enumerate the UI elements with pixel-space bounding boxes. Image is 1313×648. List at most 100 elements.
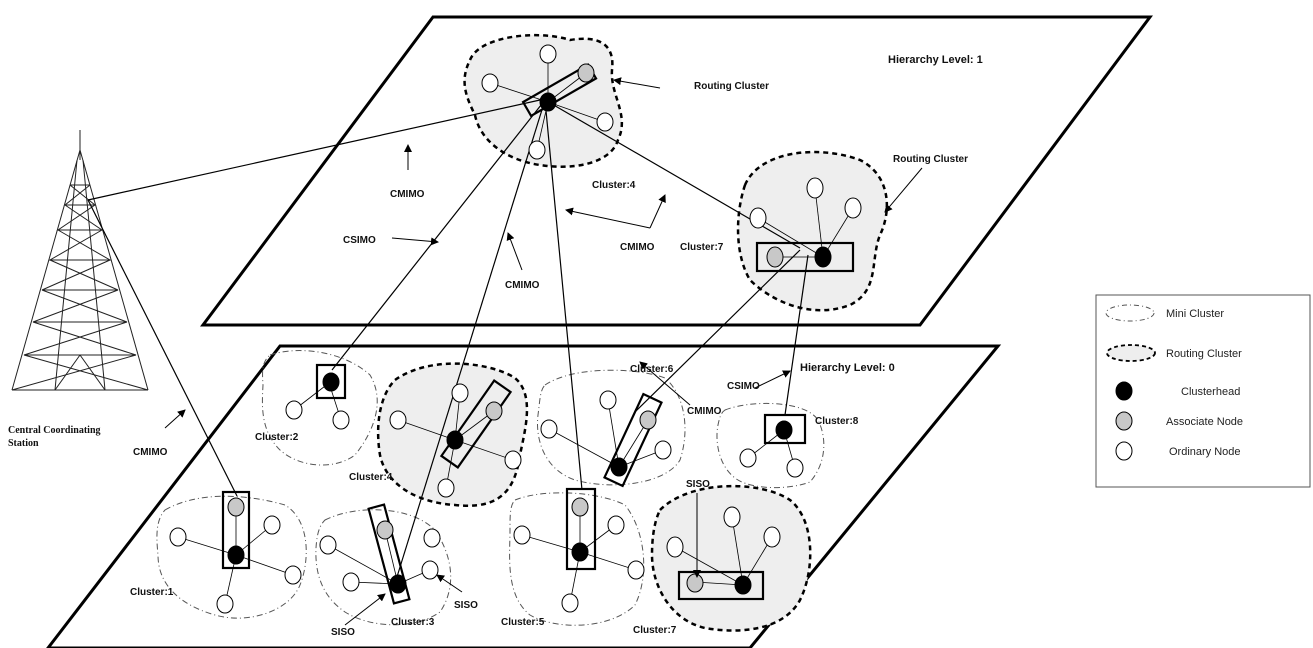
routing-cluster-label-top: Routing Cluster bbox=[694, 81, 769, 92]
mini-cluster-1 bbox=[156, 495, 307, 619]
ordinary-node bbox=[284, 565, 302, 585]
mini-cluster-8 bbox=[716, 403, 825, 489]
clusterhead bbox=[322, 372, 340, 392]
associate-node bbox=[639, 410, 657, 430]
siso-label: SISO bbox=[331, 627, 355, 638]
ordinary-node bbox=[561, 593, 579, 613]
cluster-label: Cluster:7 bbox=[680, 242, 724, 253]
ordinary-node bbox=[421, 560, 439, 580]
clusterhead bbox=[446, 430, 464, 450]
clusterhead bbox=[539, 92, 557, 112]
associate-node bbox=[766, 246, 784, 268]
inter-level-links bbox=[87, 99, 809, 581]
ordinary-node bbox=[285, 400, 303, 420]
routing-box-cluster2 bbox=[315, 363, 347, 400]
ordinary-node-icon bbox=[1115, 441, 1133, 461]
cluster-label: Cluster:5 bbox=[501, 617, 545, 628]
routing-cluster-cluster7 bbox=[736, 150, 889, 312]
ordinary-node bbox=[481, 73, 499, 93]
clusterhead bbox=[734, 575, 752, 595]
ordinary-node bbox=[539, 44, 557, 64]
cmimo-label: CMIMO bbox=[505, 280, 540, 291]
ordinary-node bbox=[763, 526, 781, 548]
routing-box-cluster8 bbox=[763, 413, 807, 445]
legend-associate-node: Associate Node bbox=[1166, 416, 1243, 428]
ordinary-node bbox=[342, 572, 360, 592]
cluster-label: Cluster:7 bbox=[633, 625, 677, 636]
csimo-label: CSIMO bbox=[727, 381, 760, 392]
station-label-line2: Station bbox=[8, 438, 39, 449]
associate-node bbox=[577, 63, 595, 83]
ordinary-node bbox=[513, 525, 531, 545]
routing-box-cluster7-bottom bbox=[677, 570, 765, 601]
ordinary-node bbox=[437, 478, 455, 498]
cmimo-label: CMIMO bbox=[687, 406, 722, 417]
ordinary-node bbox=[504, 450, 522, 470]
cmimo-label: CMIMO bbox=[133, 447, 168, 458]
legend-clusterhead: Clusterhead bbox=[1181, 386, 1240, 398]
ordinary-node bbox=[786, 458, 804, 478]
ordinary-node bbox=[844, 197, 862, 219]
clusterhead bbox=[814, 246, 832, 268]
ordinary-node bbox=[627, 560, 645, 580]
level1-plane bbox=[200, 15, 1153, 327]
associate-node bbox=[686, 573, 704, 593]
clusterhead bbox=[571, 542, 589, 562]
cluster-label: Cluster:3 bbox=[391, 617, 435, 628]
routing-cluster-cluster7-bottom bbox=[650, 484, 812, 632]
ordinary-node bbox=[263, 515, 281, 535]
ordinary-node bbox=[540, 419, 558, 439]
csimo-label: CSIMO bbox=[343, 235, 376, 246]
legend-mini-cluster: Mini Cluster bbox=[1166, 308, 1224, 320]
ordinary-node bbox=[169, 527, 187, 547]
associate-node bbox=[485, 401, 503, 421]
routing-box-cluster7 bbox=[755, 241, 855, 273]
legend-ordinary-node: Ordinary Node bbox=[1169, 446, 1241, 458]
associate-node bbox=[227, 497, 245, 517]
mini-cluster-5 bbox=[509, 492, 645, 626]
routing-box-cluster4 bbox=[439, 379, 513, 469]
clusterhead bbox=[389, 574, 407, 594]
ordinary-node bbox=[599, 390, 617, 410]
clusterhead bbox=[775, 420, 793, 440]
associate-node bbox=[571, 497, 589, 517]
routing-box-cluster1 bbox=[221, 490, 251, 570]
ordinary-node bbox=[723, 506, 741, 528]
ordinary-node bbox=[739, 448, 757, 468]
cluster-label: Cluster:8 bbox=[815, 416, 859, 427]
ordinary-node bbox=[216, 594, 234, 614]
level1-title: Hierarchy Level: 1 bbox=[888, 54, 983, 66]
associate-node bbox=[376, 520, 394, 540]
cluster-label: Cluster:1 bbox=[130, 587, 174, 598]
cmimo-label: CMIMO bbox=[620, 242, 655, 253]
ordinary-node bbox=[528, 140, 546, 160]
ordinary-node bbox=[607, 515, 625, 535]
siso-label: SISO bbox=[454, 600, 478, 611]
mini-cluster-6 bbox=[536, 369, 686, 486]
ordinary-node bbox=[749, 207, 767, 229]
clusterhead-icon bbox=[1115, 381, 1133, 401]
ordinary-node bbox=[654, 440, 672, 460]
station-label-line1: Central Coordinating bbox=[8, 425, 101, 436]
legend: Mini Cluster Routing Cluster Clusterhead… bbox=[1095, 294, 1311, 488]
routing-cluster-icon bbox=[1106, 344, 1156, 362]
ordinary-node bbox=[451, 383, 469, 403]
level0-title: Hierarchy Level: 0 bbox=[800, 362, 895, 374]
routing-box-cluster3 bbox=[367, 503, 411, 605]
annotation-arrows bbox=[164, 77, 923, 626]
ordinary-node bbox=[389, 410, 407, 430]
cluster-label: Cluster:6 bbox=[630, 364, 674, 375]
level0-plane bbox=[46, 344, 1002, 648]
ordinary-node bbox=[332, 410, 350, 430]
cmimo-label: CMIMO bbox=[390, 189, 425, 200]
routing-box-cluster6 bbox=[603, 392, 663, 488]
ordinary-node bbox=[319, 535, 337, 555]
cluster-label: Cluster:4 bbox=[349, 472, 393, 483]
clusterhead bbox=[227, 545, 245, 565]
cluster-label: Cluster:4 bbox=[592, 180, 636, 191]
ordinary-node bbox=[806, 177, 824, 199]
routing-box-cluster5 bbox=[565, 487, 597, 571]
mini-cluster-2 bbox=[261, 350, 378, 466]
mini-cluster-icon bbox=[1105, 304, 1155, 322]
